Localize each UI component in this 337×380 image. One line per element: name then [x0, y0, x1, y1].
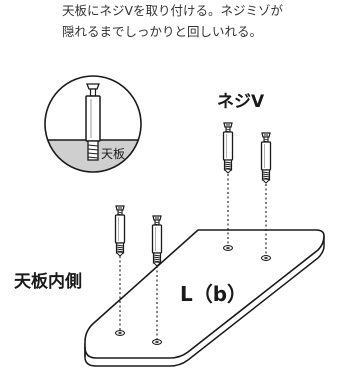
- instruction-line-1: 天板にネジVを取り付ける。ネジミゾが: [62, 3, 284, 18]
- screw-hole-icon: [222, 245, 234, 251]
- inset-board-label: 天板: [101, 147, 125, 161]
- board-inner-side-label: 天板内側: [14, 271, 82, 292]
- board-top-face: [84, 229, 325, 359]
- screw-hole-icon: [151, 339, 163, 345]
- screw-v-icon: [260, 132, 272, 184]
- screw-v-label: ネジV: [217, 92, 265, 112]
- instruction-text: 天板にネジVを取り付ける。ネジミゾが 隠れるまでしっかりと回しいれる。: [62, 0, 332, 42]
- tabletop-board: [84, 229, 325, 367]
- screw-v-icon: [151, 215, 163, 267]
- inset-detail: 天板: [44, 75, 142, 173]
- instruction-line-2: 隠れるまでしっかりと回しいれる。: [62, 24, 263, 39]
- inset-screw-icon: [85, 83, 101, 161]
- inset-circle-outline: [44, 75, 142, 173]
- screw-hole-icon: [114, 330, 126, 336]
- screw-hole-icon: [260, 255, 272, 261]
- guide-lines: [119, 174, 267, 340]
- screw-v-icon: [222, 122, 234, 174]
- board-id-label: L（b）: [180, 282, 247, 306]
- screw-v-icon: [114, 205, 126, 257]
